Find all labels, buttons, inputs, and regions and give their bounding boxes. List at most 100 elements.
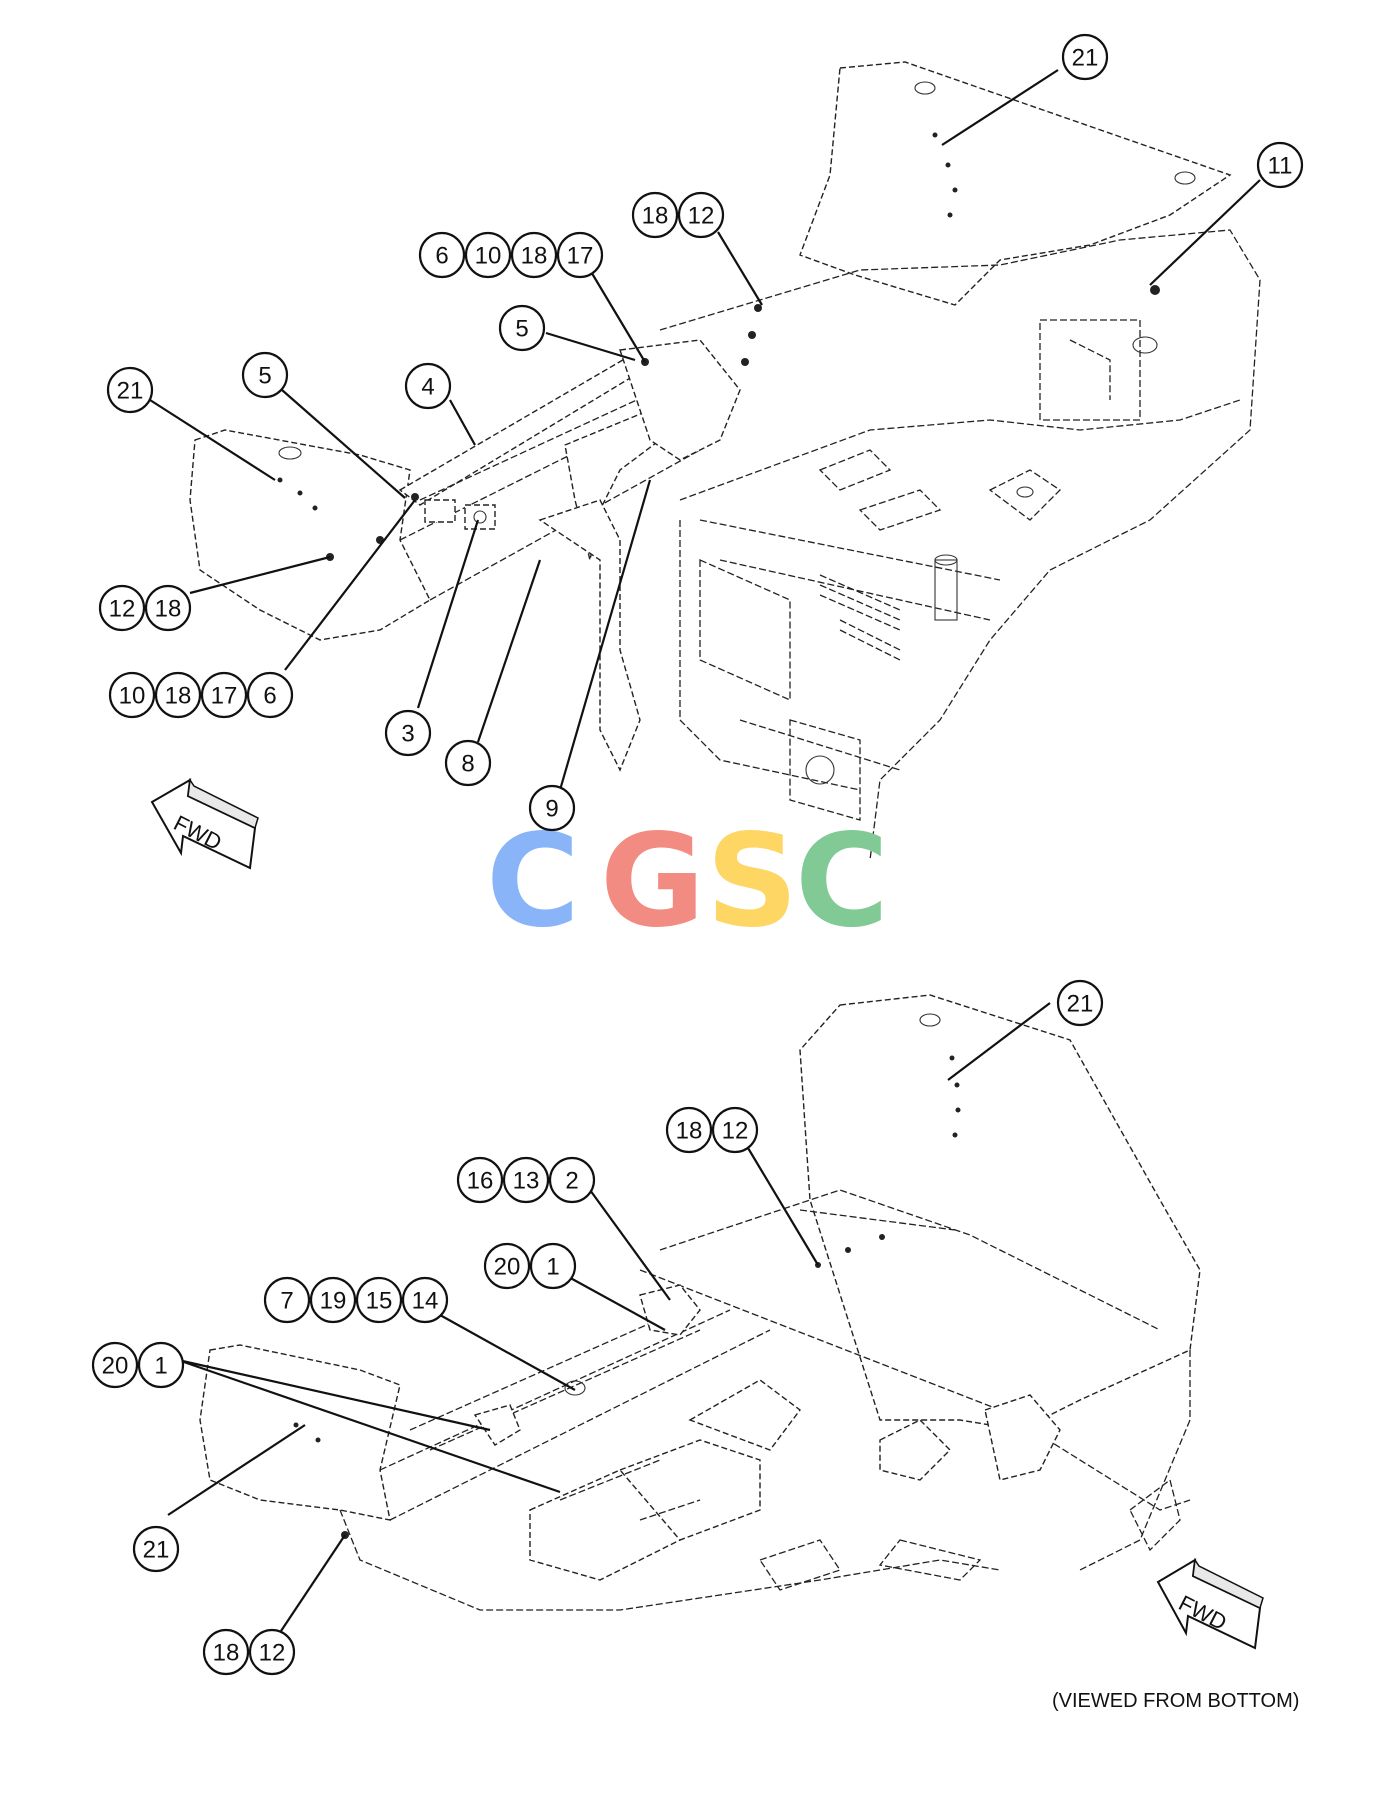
fwd-arrow-top: FWD <box>150 777 259 870</box>
callout-circle <box>309 1276 357 1324</box>
callout-number: 21 <box>117 378 144 405</box>
watermark-letter-4: C <box>795 807 889 956</box>
callout-number: 10 <box>475 243 502 270</box>
callout-circle <box>1256 141 1304 189</box>
callout-circle <box>631 191 679 239</box>
callout-number: 1 <box>546 1254 559 1281</box>
callout-circle <box>200 671 248 719</box>
callout-number: 3 <box>401 721 414 748</box>
callout-circle <box>483 1242 531 1290</box>
callout-number: 7 <box>280 1288 293 1315</box>
callout-group-t9: 9 <box>528 784 576 832</box>
callout-circle <box>91 1341 139 1389</box>
callout-circle <box>444 739 492 787</box>
callout-number: 18 <box>165 683 192 710</box>
bottom-leader-lines <box>167 1002 1051 1641</box>
callout-group-b7_19_15_14: 7 19 15 14 <box>263 1276 449 1324</box>
callout-circle <box>401 1276 449 1324</box>
callout-number: 13 <box>513 1168 540 1195</box>
callout-group-t11: 11 <box>1256 141 1304 189</box>
callout-number: 18 <box>213 1640 240 1667</box>
callout-number: 12 <box>722 1118 749 1145</box>
callout-circle <box>248 1628 296 1676</box>
callout-number: 18 <box>642 203 669 230</box>
callout-number: 19 <box>320 1288 347 1315</box>
callout-circle <box>528 784 576 832</box>
callout-circle <box>665 1106 713 1154</box>
callout-group-b20_1a: 20 1 <box>483 1242 577 1290</box>
callout-group-t5a: 5 <box>498 304 546 352</box>
watermark-letter-3: S <box>706 807 798 956</box>
callout-number: 21 <box>1072 45 1099 72</box>
callout-group-t10_18_17_6: 10 18 17 6 <box>108 671 294 719</box>
callout-circle <box>418 231 466 279</box>
callout-group-b21a: 21 <box>1056 979 1104 1027</box>
callout-number: 21 <box>143 1537 170 1564</box>
callout-circle <box>548 1156 596 1204</box>
callout-group-t8: 8 <box>444 739 492 787</box>
callout-number: 6 <box>263 683 276 710</box>
top-assembly-drawing <box>189 61 1261 861</box>
callout-circle <box>404 362 452 410</box>
callout-circle <box>456 1156 504 1204</box>
callout-circle <box>98 584 146 632</box>
callout-group-t12_18: 12 18 <box>98 584 192 632</box>
callout-circle <box>137 1341 185 1389</box>
callout-circle <box>132 1525 180 1573</box>
top-leader-lines <box>149 69 1261 791</box>
callout-number: 6 <box>435 243 448 270</box>
fwd-arrow-bottom: FWD <box>1156 1557 1264 1650</box>
callout-circle <box>1061 33 1109 81</box>
callout-number: 5 <box>258 363 271 390</box>
callout-circle <box>108 671 156 719</box>
callout-group-t3: 3 <box>384 709 432 757</box>
watermark-letter-1: C <box>486 807 580 956</box>
callout-circle <box>263 1276 311 1324</box>
callout-circle <box>106 366 154 414</box>
callout-group-t6_10_18_17: 6 10 18 17 <box>418 231 604 279</box>
bottom-assembly-drawing <box>199 994 1201 1611</box>
callout-circle <box>355 1276 403 1324</box>
callout-circle <box>246 671 294 719</box>
callout-circle <box>677 191 725 239</box>
callout-number: 10 <box>119 683 146 710</box>
callout-number: 11 <box>1268 153 1293 180</box>
callout-number: 14 <box>412 1288 439 1315</box>
callout-circle <box>502 1156 550 1204</box>
callout-circle <box>202 1628 250 1676</box>
callout-group-t21b: 21 <box>106 366 154 414</box>
callout-circle <box>154 671 202 719</box>
callout-number: 18 <box>521 243 548 270</box>
callout-number: 17 <box>211 683 238 710</box>
callout-number: 18 <box>155 596 182 623</box>
callout-number: 12 <box>259 1640 286 1667</box>
callout-circle <box>384 709 432 757</box>
callout-number: 17 <box>567 243 594 270</box>
cgsc-watermark: C G S C <box>486 807 889 956</box>
watermark-letter-2: G <box>600 807 705 956</box>
callout-circle <box>711 1106 759 1154</box>
callout-number: 18 <box>676 1118 703 1145</box>
callout-circle <box>464 231 512 279</box>
callout-number: 9 <box>545 796 558 823</box>
callout-number: 12 <box>688 203 715 230</box>
callout-circle <box>556 231 604 279</box>
callout-number: 12 <box>109 596 136 623</box>
callout-number: 16 <box>467 1168 494 1195</box>
callout-circle <box>144 584 192 632</box>
callout-group-t5b: 5 <box>241 351 289 399</box>
callout-group-b21b: 21 <box>132 1525 180 1573</box>
callout-number: 15 <box>366 1288 393 1315</box>
callout-number: 20 <box>494 1254 521 1281</box>
callout-circle <box>1056 979 1104 1027</box>
callout-number: 5 <box>515 316 528 343</box>
callout-group-t21a: 21 <box>1061 33 1109 81</box>
callout-circle <box>529 1242 577 1290</box>
